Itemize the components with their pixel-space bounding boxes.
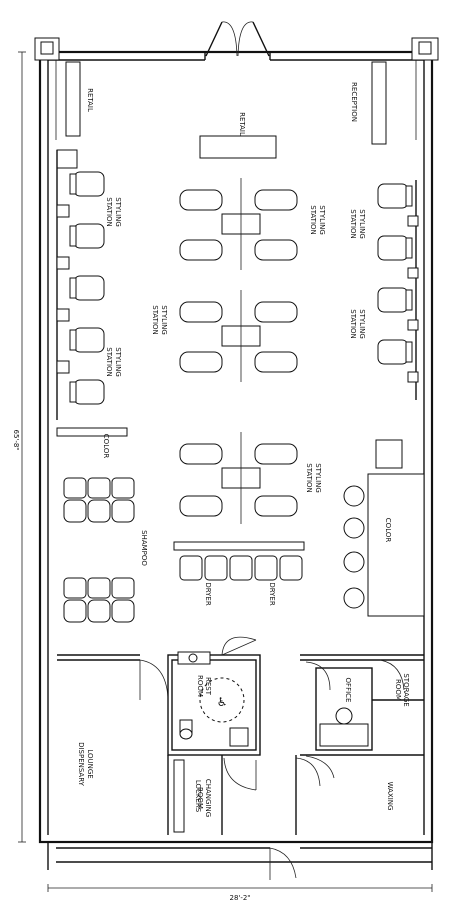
dimension-length: 65'-8" <box>12 429 20 450</box>
styling-stations-left <box>56 149 105 420</box>
styling-stations-center <box>179 178 298 524</box>
label-styling-station-5: STYLINGSTATION <box>349 209 366 239</box>
label-styling-station-4: STYLINGSTATION <box>309 205 326 235</box>
accessible-icon: ♿ <box>217 695 228 709</box>
dryer-bench <box>173 541 305 581</box>
shampoo-area <box>63 477 135 623</box>
label-retail-left: RETAIL <box>86 88 94 112</box>
reception-desk <box>371 60 417 145</box>
label-styling-station-6: STYLINGSTATION <box>349 309 366 339</box>
entry-doors <box>204 21 271 60</box>
interior-walls <box>57 636 424 835</box>
label-lounge-dispensary: LOUNGEDISPENSARY <box>77 742 94 787</box>
label-dryer-2: DRYER <box>268 582 276 606</box>
dimension-width: 28'-2" <box>229 894 250 902</box>
color-counter-left <box>56 427 128 437</box>
label-styling-station-2: STYLINGSTATION <box>105 347 122 377</box>
color-counter-right <box>343 439 425 617</box>
label-dryer-1: DRYER <box>204 582 212 606</box>
label-styling-station-7: STYLINGSTATION <box>305 463 322 493</box>
label-changing-room: CHANGINGROOM <box>196 779 212 817</box>
label-color-right: COLOR <box>384 518 392 543</box>
retail-wall-fixture <box>55 60 81 140</box>
label-styling-station-3: STYLINGSTATION <box>151 305 168 335</box>
outer-walls <box>34 37 439 870</box>
label-retail-center: RETAIL <box>238 112 246 136</box>
label-rest-room: RESTROOM <box>196 675 212 697</box>
label-office: OFFICE <box>344 678 352 703</box>
label-shampoo: SHAMPOO <box>140 530 148 566</box>
styling-stations-right <box>377 180 419 400</box>
label-waxing: WAXING <box>386 782 394 811</box>
retail-display <box>199 135 277 159</box>
label-reception: RECEPTION <box>350 82 358 122</box>
dimension-lines <box>18 51 433 892</box>
label-storage-room: STORAGEROOM <box>394 673 410 706</box>
rear-door <box>269 847 297 880</box>
label-color-left: COLOR <box>102 434 110 459</box>
label-styling-station-1: STYLINGSTATION <box>105 197 122 227</box>
label-lockers: LOCKERS <box>194 780 202 813</box>
